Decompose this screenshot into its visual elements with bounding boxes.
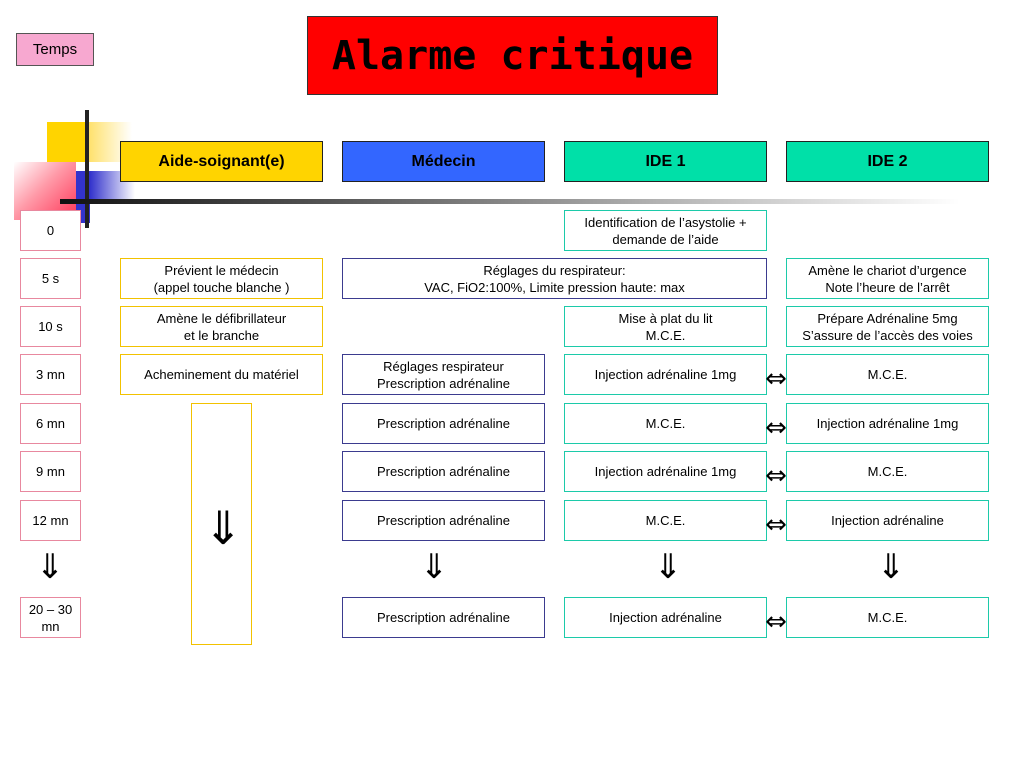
cell-ide2-9mn: M.C.E. — [786, 451, 989, 492]
cell-medecin-20-30mn: Prescription adrénaline — [342, 597, 545, 638]
decor-yellow-square — [47, 122, 87, 162]
down-arrow-icon: ⇓ — [35, 547, 65, 587]
down-arrow-icon: ⇓ — [876, 547, 906, 587]
temps-label: Temps — [16, 33, 94, 66]
swap-arrow-icon: ⇔ — [765, 510, 787, 540]
cell-ide1-6mn: M.C.E. — [564, 403, 767, 444]
page-title: Alarme critique — [307, 16, 718, 95]
time-9mn: 9 mn — [20, 451, 81, 492]
swap-arrow-icon: ⇔ — [765, 413, 787, 443]
cell-ide2-10s: Prépare Adrénaline 5mg S’assure de l’acc… — [786, 306, 989, 347]
decor-vertical-line — [85, 110, 89, 228]
cell-ide2-5s: Amène le chariot d’urgence Note l’heure … — [786, 258, 989, 299]
time-20-30mn: 20 – 30 mn — [20, 597, 81, 638]
time-6mn: 6 mn — [20, 403, 81, 444]
swap-arrow-icon: ⇔ — [765, 364, 787, 394]
cell-ide1-3mn: Injection adrénaline 1mg — [564, 354, 767, 395]
cell-ide1-10s: Mise à plat du lit M.C.E. — [564, 306, 767, 347]
header-medecin: Médecin — [342, 141, 545, 182]
cell-ide2-12mn: Injection adrénaline — [786, 500, 989, 541]
time-5s: 5 s — [20, 258, 81, 299]
decor-horizontal-line — [60, 199, 960, 204]
cell-ide1-20-30mn: Injection adrénaline — [564, 597, 767, 638]
time-3mn: 3 mn — [20, 354, 81, 395]
cell-ide2-6mn: Injection adrénaline 1mg — [786, 403, 989, 444]
cell-medecin-9mn: Prescription adrénaline — [342, 451, 545, 492]
cell-medecin-6mn: Prescription adrénaline — [342, 403, 545, 444]
time-0: 0 — [20, 210, 81, 251]
time-12mn: 12 mn — [20, 500, 81, 541]
cell-aide-soignant-3mn: Acheminement du matériel — [120, 354, 323, 395]
cell-medecin-3mn: Réglages respirateur Prescription adréna… — [342, 354, 545, 395]
header-ide1: IDE 1 — [564, 141, 767, 182]
down-arrow-icon: ⇓ — [419, 547, 449, 587]
down-arrow-icon: ⇓ — [653, 547, 683, 587]
cell-ide1-12mn: M.C.E. — [564, 500, 767, 541]
time-10s: 10 s — [20, 306, 81, 347]
cell-ide2-20-30mn: M.C.E. — [786, 597, 989, 638]
cell-aide-soignant-10s: Amène le défibrillateur et le branche — [120, 306, 323, 347]
cell-ide1-9mn: Injection adrénaline 1mg — [564, 451, 767, 492]
cell-ide2-3mn: M.C.E. — [786, 354, 989, 395]
cell-medecin-12mn: Prescription adrénaline — [342, 500, 545, 541]
cell-ide1-0: Identification de l’asystolie + demande … — [564, 210, 767, 251]
cell-medecin-ide1-5s: Réglages du respirateur: VAC, FiO2:100%,… — [342, 258, 767, 299]
swap-arrow-icon: ⇔ — [765, 461, 787, 491]
swap-arrow-icon: ⇔ — [765, 607, 787, 637]
aide-soignant-continuation-box — [191, 403, 252, 645]
cell-aide-soignant-5s: Prévient le médecin (appel touche blanch… — [120, 258, 323, 299]
header-aide-soignant: Aide-soignant(e) — [120, 141, 323, 182]
down-arrow-icon: ⇓ — [203, 501, 243, 555]
header-ide2: IDE 2 — [786, 141, 989, 182]
